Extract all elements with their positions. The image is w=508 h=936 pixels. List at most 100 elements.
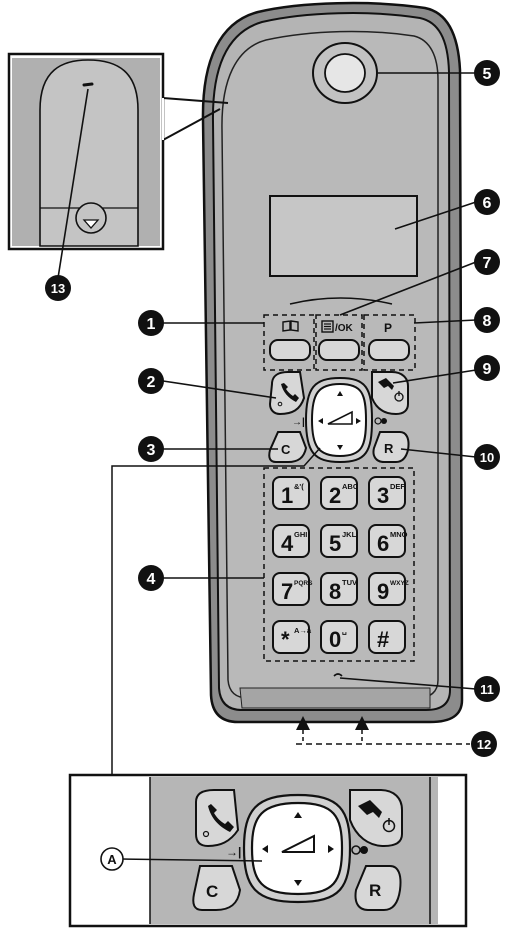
keypad-key-letters: &'(: [294, 482, 304, 491]
receiver-speaker: [312, 42, 378, 104]
callout-1: 1: [138, 310, 164, 336]
callout-13-label: 13: [51, 281, 65, 296]
callout-leaders: [57, 72, 477, 690]
nav-down-arrow: [337, 445, 343, 450]
callout-1-label: 1: [147, 316, 156, 333]
soft-key-groups: [263, 314, 416, 371]
soft-key-center-label: /OK: [335, 323, 354, 334]
keypad-key-digit: *: [281, 627, 290, 652]
volume-icon: [327, 410, 353, 425]
callout-10-label: 10: [480, 450, 494, 465]
keypad-key-digit: 3: [377, 483, 389, 508]
callout-6-label: 6: [483, 195, 492, 212]
keypad-key-digit: 9: [377, 579, 389, 604]
callout-9: 9: [474, 355, 500, 381]
keypad-dashed-group: [263, 467, 415, 662]
callout-3-label: 3: [147, 442, 156, 459]
callout-8-label: 8: [483, 313, 492, 330]
keypad-key-letters: MNO: [390, 530, 408, 539]
keypad-key-letters: JKL: [342, 530, 357, 539]
keypad-key-letters: DEF: [390, 482, 405, 491]
menu-icon: [321, 320, 334, 333]
phone-talk-icon: [281, 383, 299, 402]
callout-4-label: 4: [147, 571, 156, 588]
callout-12-label: 12: [477, 737, 491, 752]
clear-key-label: C: [281, 442, 291, 457]
svg-text:→|: →|: [226, 845, 241, 859]
callout-9-label: 9: [483, 361, 492, 378]
charge-indicator-inset: [7, 52, 229, 251]
keypad-key-digit: 4: [281, 531, 294, 556]
keypad-key-digit: 8: [329, 579, 341, 604]
talk-key[interactable]: [268, 371, 306, 416]
soft-key-right-label: P: [384, 321, 392, 335]
nav-up-arrow: [337, 391, 343, 396]
nav-right-arrow: [356, 418, 361, 424]
record-icon: [374, 417, 387, 425]
callout-10: 10: [474, 444, 500, 470]
navigation-key[interactable]: [304, 376, 374, 464]
callout-11-label: 11: [480, 682, 494, 697]
keypad-key-letters: GHI: [294, 530, 307, 539]
callout-7-label: 7: [483, 255, 492, 272]
recall-key[interactable]: R: [372, 431, 410, 463]
phone-off-power-icon: [378, 378, 404, 402]
keypad-key-hash[interactable]: #: [368, 620, 406, 654]
keypad-key-letters: ABC: [342, 482, 359, 491]
navigation-key-inset: →| C R: [68, 773, 468, 928]
keypad-key-digit: 7: [281, 579, 293, 604]
callout-8: 8: [474, 307, 500, 333]
callout-5-label: 5: [483, 66, 492, 83]
callout-11: 11: [474, 676, 500, 702]
keypad-key-0[interactable]: 0␣: [320, 620, 358, 654]
keypad-key-digit: #: [377, 627, 389, 652]
callout-7: 7: [474, 249, 500, 275]
keypad-key-letters: TUV: [342, 578, 357, 587]
keypad-key-digit: 5: [329, 531, 341, 556]
keypad-key-star[interactable]: * A→a: [272, 620, 312, 654]
keypad-key-letters: A→a: [294, 626, 312, 635]
callout-3: 3: [138, 436, 164, 462]
keypad-key-digit: 0: [329, 627, 341, 652]
callout-13: 13: [45, 275, 71, 301]
soft-key-left[interactable]: [269, 320, 311, 361]
keypad-key-digit: 1: [281, 483, 293, 508]
callout-2: 2: [138, 368, 164, 394]
transfer-icon: →|: [292, 417, 305, 428]
keypad-key-1[interactable]: 1&'(: [272, 476, 310, 510]
soft-key-center[interactable]: /OK: [318, 320, 360, 361]
nav-left-arrow: [318, 418, 323, 424]
keypad-key-letters: WXYZ: [390, 580, 409, 587]
handset-body: [201, 1, 464, 724]
callout-5: 5: [474, 60, 500, 86]
book-icon: [282, 320, 299, 332]
soft-key-right[interactable]: P: [368, 321, 410, 361]
callout-12: 12: [471, 731, 497, 757]
callout-inset-A: A: [100, 847, 124, 871]
display-screen: [269, 195, 418, 277]
callout-inset-A-label: A: [107, 852, 117, 867]
callout-2-label: 2: [147, 374, 156, 391]
clear-key[interactable]: C: [268, 431, 308, 463]
keypad-key-digit: 2: [329, 483, 341, 508]
off-power-key[interactable]: [371, 371, 409, 416]
microphone: [333, 673, 343, 677]
recall-key-label: R: [384, 441, 394, 456]
callout-4: 4: [138, 565, 164, 591]
inset-recall-label: R: [369, 881, 381, 900]
keypad-key-letters: ␣: [342, 626, 347, 635]
inset-clear-label: C: [206, 882, 218, 901]
keypad-key-digit: 6: [377, 531, 389, 556]
callout-6: 6: [474, 189, 500, 215]
charge-contact-arrows: [296, 716, 470, 745]
